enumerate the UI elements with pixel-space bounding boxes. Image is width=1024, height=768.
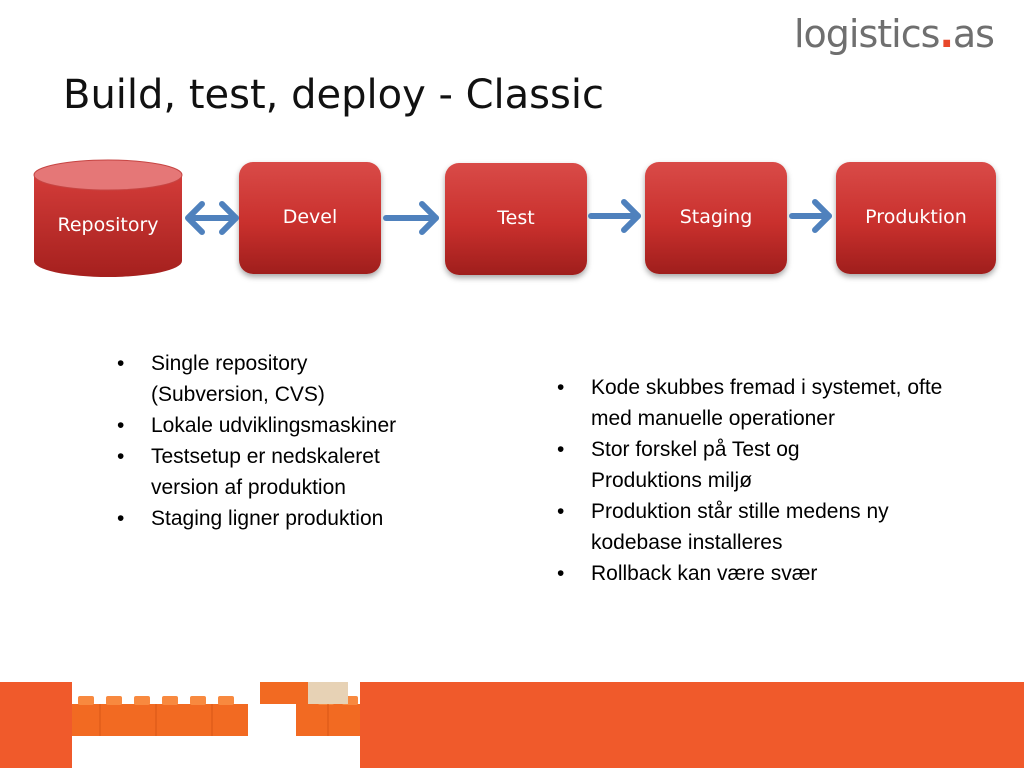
list-item: Kode skubbes fremad i systemet, ofte med… — [557, 372, 976, 434]
repository-cylinder — [33, 159, 183, 277]
flow-arrows — [185, 199, 832, 235]
logo-suffix: as — [952, 12, 995, 56]
arrow-right-icon — [789, 199, 832, 233]
stage-devel: Devel — [239, 162, 381, 274]
list-item: Lokale udviklingsmaskiner — [117, 410, 467, 441]
double-arrow-icon — [185, 201, 239, 235]
stage-label: Devel — [282, 206, 338, 228]
stage-label: Produktion — [865, 206, 967, 228]
footer-image — [72, 682, 360, 768]
stage-label: Test — [497, 207, 535, 229]
bullet-list-right: Kode skubbes fremad i systemet, ofte med… — [557, 372, 977, 589]
logo-dot: . — [939, 12, 953, 56]
list-item: Produktion står stille medens ny kodebas… — [557, 496, 961, 558]
list-item: Testsetup er nedskaleret version af prod… — [117, 441, 431, 503]
lego-bricks-icon — [72, 682, 360, 736]
repository-label: Repository — [57, 214, 159, 236]
stage-staging: Staging — [645, 162, 787, 274]
list-item: Single repository (Subversion, CVS) — [117, 348, 361, 410]
slide-title: Build, test, deploy - Classic — [63, 72, 604, 118]
arrow-right-icon — [588, 199, 641, 233]
list-item: Stor forskel på Test og Produktions milj… — [557, 434, 871, 496]
logo-brand: logistics — [794, 12, 940, 56]
bullet-list-left: Single repository (Subversion, CVS) Loka… — [117, 348, 467, 534]
stage-label: Staging — [679, 206, 753, 228]
list-item: Staging ligner produktion — [117, 503, 467, 534]
logo: logistics.as — [794, 12, 995, 56]
arrow-right-icon — [383, 201, 439, 235]
stage-test: Test — [445, 163, 587, 275]
stage-produktion: Produktion — [836, 162, 996, 274]
list-item: Rollback kan være svær — [557, 558, 977, 589]
